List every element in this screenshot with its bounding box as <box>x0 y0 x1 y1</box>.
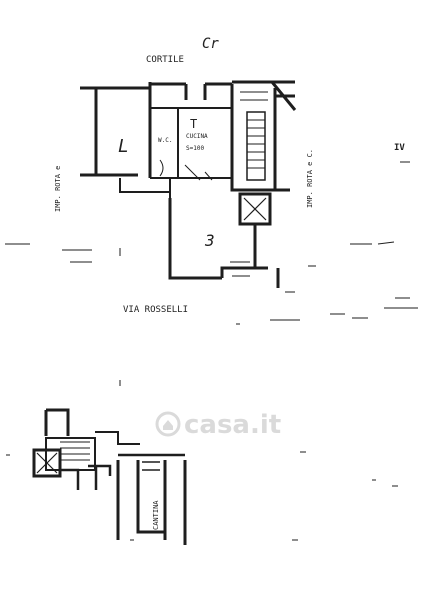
wall-balcony <box>119 178 170 193</box>
cellar-wall-top <box>44 408 70 436</box>
elevator-shaft <box>238 192 272 226</box>
kitchen-label: CUCINA <box>186 133 208 140</box>
cellar-room-inner <box>142 461 160 471</box>
wall-partition-2 <box>150 177 232 198</box>
room-letter-label: L <box>118 136 129 157</box>
scribble-marks <box>230 261 250 277</box>
cellar-plan: CANTINA <box>6 408 398 545</box>
wall-left <box>80 86 150 177</box>
watermark: casa.it <box>155 410 281 440</box>
kitchen-marker: T <box>190 117 197 131</box>
scan-noise <box>5 161 418 386</box>
door-swing-1 <box>159 159 164 177</box>
upper-floor-plan: CORTILE Cr L W.C. T CUCINA S=100 IMP. RO… <box>5 36 418 386</box>
wall-lower-room <box>168 198 280 288</box>
wall-top <box>148 82 232 178</box>
watermark-text: casa.it <box>184 410 281 440</box>
floor-mark: IV <box>394 143 405 153</box>
kitchen-area-label: S=100 <box>186 145 204 152</box>
wall-partition-1 <box>150 107 232 178</box>
cellar-label: CANTINA <box>152 500 160 530</box>
cellar-noise <box>6 451 398 541</box>
casa-logo-icon <box>155 411 181 437</box>
room-number-label: 3 <box>204 231 215 250</box>
door-swing-2 <box>184 164 213 181</box>
wc-label: W.C. <box>158 137 172 144</box>
cellar-corridor <box>60 453 185 490</box>
wall-right-stub <box>275 94 295 192</box>
neighbor-right-label: IMP. ROTA e C. <box>306 149 314 208</box>
neighbor-left-label: IMP. ROTA e <box>54 166 62 212</box>
courtyard-label: CORTILE <box>146 55 184 65</box>
signature: Cr <box>202 36 219 52</box>
cellar-room <box>116 460 187 545</box>
street-label: VIA ROSSELLI <box>123 305 188 315</box>
cellar-elevator <box>32 448 62 478</box>
stair-core <box>230 84 277 192</box>
